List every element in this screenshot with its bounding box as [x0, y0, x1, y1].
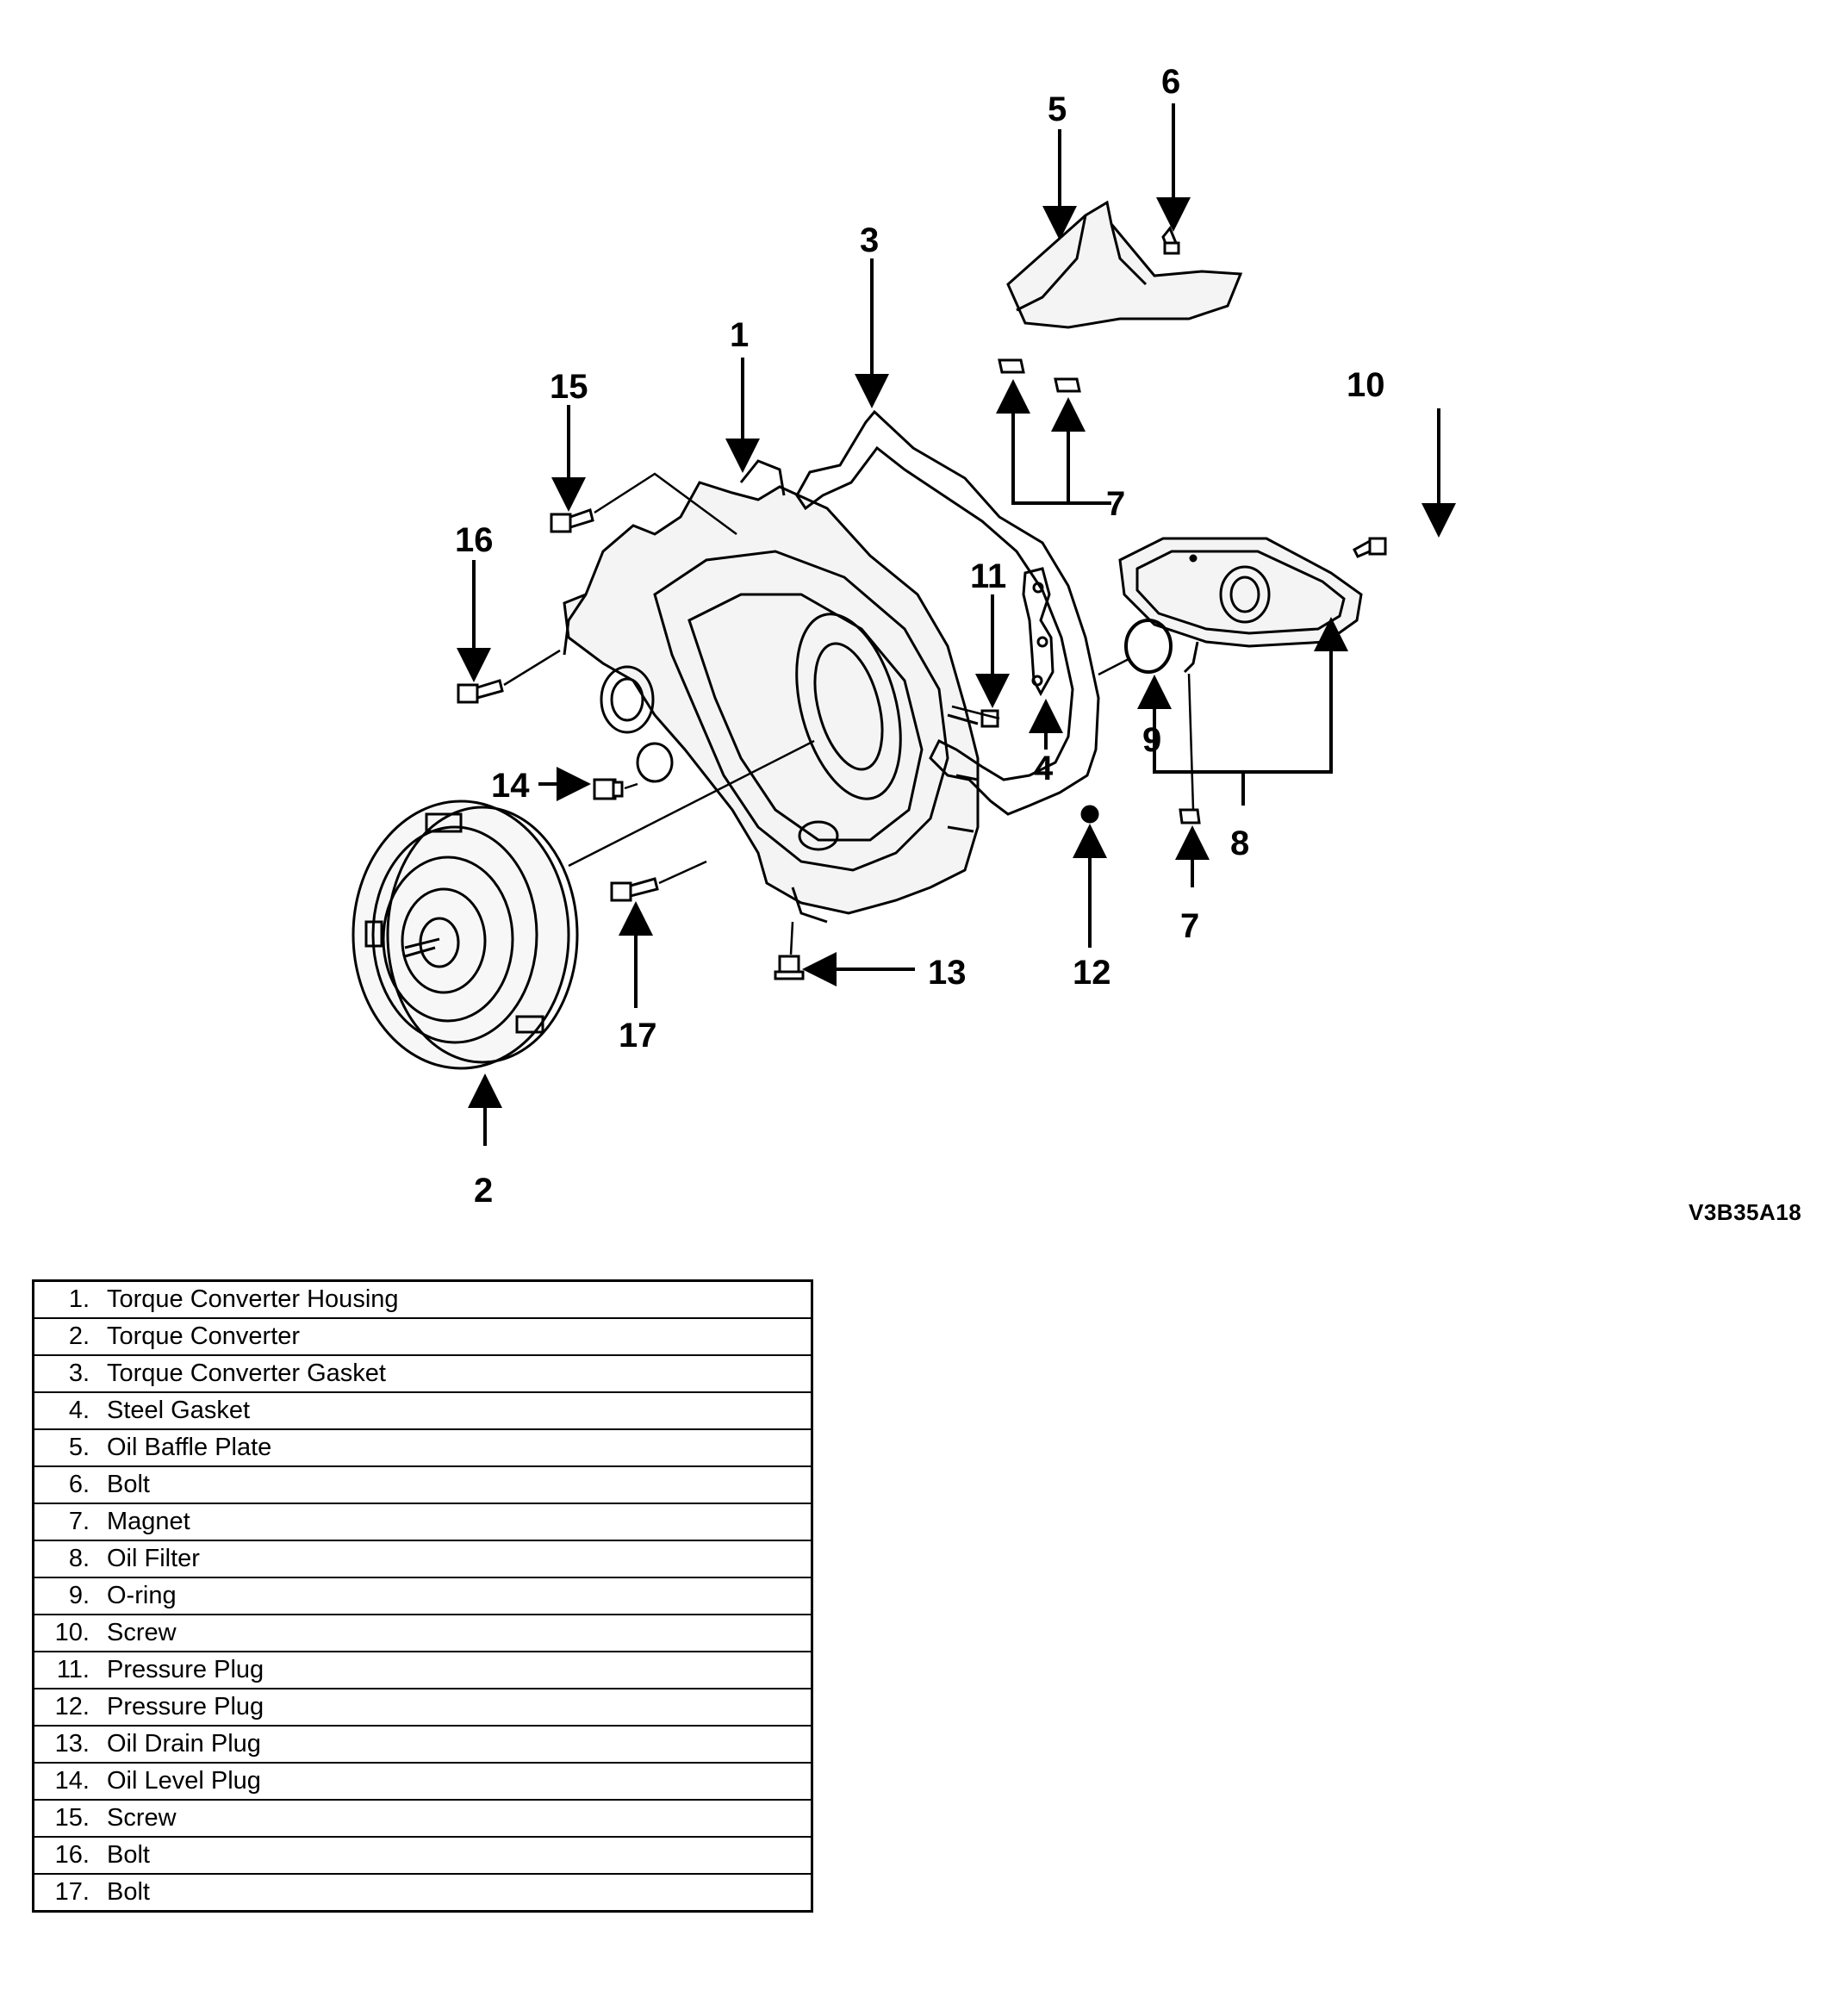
callout-6: 6	[1161, 63, 1180, 101]
bracket-8	[1153, 617, 1348, 806]
oil-filter	[1118, 537, 1363, 674]
callout-11: 11	[970, 557, 1006, 595]
oil-level-plug-14	[593, 778, 624, 800]
fasteners	[457, 226, 1387, 980]
legend-number: 17.	[33, 1873, 100, 1912]
callout-8: 8	[1230, 824, 1249, 862]
legend-part-name: Pressure Plug	[100, 1651, 812, 1689]
legend-number: 12.	[33, 1688, 100, 1726]
magnet-7c	[1179, 808, 1201, 824]
callout-13: 13	[928, 954, 967, 992]
legend-part-name: Bolt	[100, 1465, 812, 1503]
legend-number: 13.	[33, 1725, 100, 1763]
legend-part-name: Torque Converter	[100, 1317, 812, 1355]
legend-part-name: Screw	[100, 1614, 812, 1652]
figure-id: V3B35A18	[1689, 1199, 1802, 1225]
torque-converter	[351, 800, 579, 1070]
legend-number: 9.	[33, 1577, 100, 1615]
steel-gasket	[1022, 567, 1054, 697]
legend-part-name: Pressure Plug	[100, 1688, 812, 1726]
legend-row: 15.Screw	[33, 1799, 812, 1837]
legend-row: 1. Torque Converter Housing	[34, 1281, 812, 1319]
torque-converter-housing	[563, 459, 980, 924]
o-ring	[1124, 619, 1173, 674]
legend-number: 4.	[33, 1391, 100, 1429]
legend-number: 5.	[33, 1428, 100, 1466]
pressure-plug-12	[1080, 805, 1099, 824]
legend-part-name: Oil Filter	[100, 1540, 812, 1577]
bolt-16	[457, 679, 504, 704]
legend-row: 6.Bolt	[33, 1465, 812, 1503]
callout-5: 5	[1048, 90, 1067, 128]
legend-number: 2.	[33, 1317, 100, 1355]
legend-number: 3.	[33, 1354, 100, 1392]
callout-10: 10	[1347, 366, 1385, 404]
legend-number: 14.	[33, 1762, 100, 1800]
legend-part-name: Oil Level Plug	[100, 1762, 812, 1800]
callout-3: 3	[860, 221, 879, 259]
legend-number: 1.	[68, 1285, 90, 1313]
legend-part-name: Torque Converter Housing	[107, 1285, 399, 1313]
legend-row: 16.Bolt	[33, 1836, 812, 1874]
screw-15	[550, 508, 594, 533]
callout-14: 14	[491, 767, 530, 805]
screw-10	[1353, 537, 1387, 558]
bracket-7	[996, 379, 1111, 505]
legend-row: 4.Steel Gasket	[33, 1391, 812, 1429]
bolt-17	[610, 877, 659, 902]
legend-row: 11.Pressure Plug	[33, 1651, 812, 1689]
legend-row: 17.Bolt	[33, 1873, 812, 1912]
legend-number: 8.	[33, 1540, 100, 1577]
legend-row: 3.Torque Converter Gasket	[33, 1354, 812, 1392]
legend-row: 5.Oil Baffle Plate	[33, 1428, 812, 1466]
legend-part-name: Oil Drain Plug	[100, 1725, 812, 1763]
legend-number: 15.	[33, 1799, 100, 1837]
legend-number: 16.	[33, 1836, 100, 1874]
callout-15: 15	[550, 368, 588, 406]
legend-number: 7.	[33, 1503, 100, 1540]
legend-row: 12.Pressure Plug	[33, 1688, 812, 1726]
oil-drain-plug-13	[774, 955, 805, 980]
callout-9: 9	[1142, 721, 1161, 759]
legend-part-name: Oil Baffle Plate	[100, 1428, 812, 1466]
legend-row: 7.Magnet	[33, 1503, 812, 1540]
magnet-7b	[1054, 377, 1081, 393]
exploded-parts-diagram: 1 2 3 4 5 6 7 7 8 9 10 11 12 13 14 15 16…	[351, 63, 1456, 1210]
torque-converter-gasket	[795, 409, 1100, 816]
callout-7-bottom: 7	[1180, 907, 1199, 945]
callout-2: 2	[474, 1172, 493, 1210]
callout-16: 16	[455, 521, 494, 559]
callout-12: 12	[1073, 954, 1111, 992]
legend-part-name: O-ring	[100, 1577, 812, 1615]
legend-number: 6.	[33, 1465, 100, 1503]
legend-part-name: Screw	[100, 1799, 812, 1837]
legend-part-name: Bolt	[100, 1836, 812, 1874]
callout-4: 4	[1034, 750, 1054, 787]
legend-part-name: Torque Converter Gasket	[100, 1354, 812, 1392]
legend-row: 2.Torque Converter	[33, 1317, 812, 1355]
legend-part-name: Magnet	[100, 1503, 812, 1540]
bolt-6	[1161, 226, 1180, 255]
legend-row: 10.Screw	[33, 1614, 812, 1652]
legend-number: 11.	[33, 1651, 100, 1689]
callout-1: 1	[730, 316, 749, 354]
callout-7-top: 7	[1106, 485, 1125, 523]
legend-row: 9.O-ring	[33, 1577, 812, 1615]
callout-17: 17	[619, 1017, 657, 1055]
legend-part-name: Steel Gasket	[100, 1391, 812, 1429]
legend-row: 13.Oil Drain Plug	[33, 1725, 812, 1763]
legend-row: 14.Oil Level Plug	[33, 1762, 812, 1800]
legend-part-name: Bolt	[100, 1873, 812, 1912]
legend-row: 8.Oil Filter	[33, 1540, 812, 1577]
legend-number: 10.	[33, 1614, 100, 1652]
oil-baffle-plate	[1006, 200, 1243, 329]
magnet-7a	[998, 358, 1025, 374]
callout-arrows	[457, 103, 1456, 1146]
assembly-lines	[503, 472, 1195, 955]
